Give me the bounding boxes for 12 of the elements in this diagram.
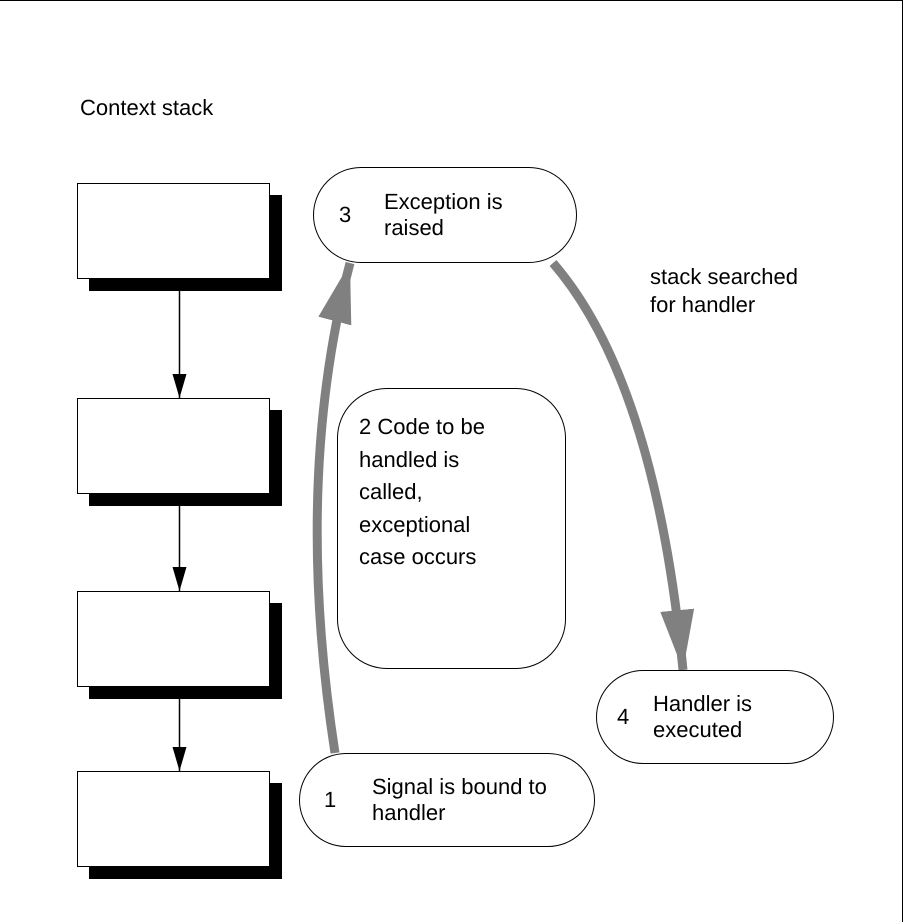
step-number: 1 — [323, 786, 338, 814]
step-box — [337, 388, 566, 669]
step-number: 3 — [338, 202, 352, 228]
step-text: 2 Code to be handled is called, exceptional case occurs — [359, 413, 486, 572]
arrow — [172, 699, 186, 771]
arrow — [172, 506, 186, 591]
arrow — [549, 260, 694, 670]
stack-title: Context stack — [80, 95, 214, 121]
step-text: Exception is raised — [384, 188, 504, 242]
step-text: Signal is bound to handler — [372, 774, 548, 826]
step-number: 4 — [616, 704, 630, 730]
step-text: Handler is executed — [653, 690, 754, 744]
